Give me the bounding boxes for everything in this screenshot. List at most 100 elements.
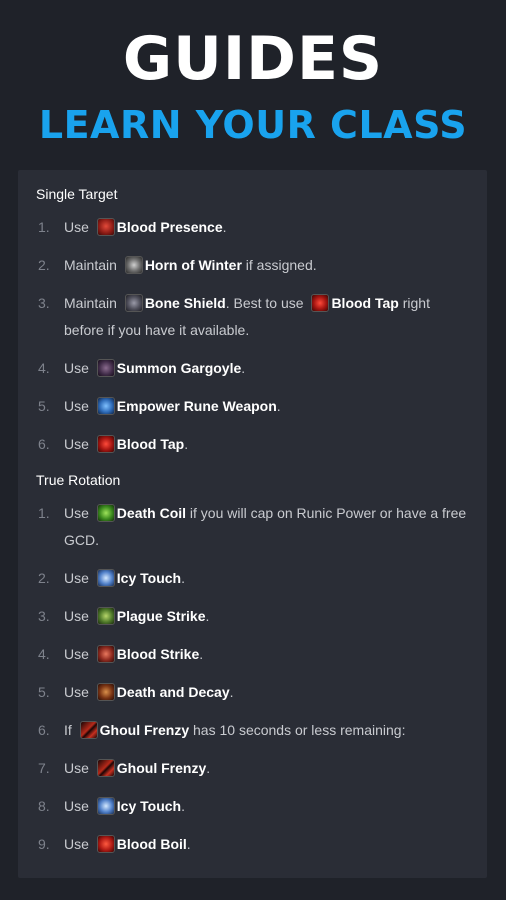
hero-subtitle: LEARN YOUR CLASS bbox=[38, 103, 468, 147]
step-number: 3. bbox=[38, 608, 50, 624]
step-prefix: Use bbox=[64, 436, 89, 452]
spell-link[interactable]: Icy Touch bbox=[93, 793, 181, 820]
section-title-single-target: Single Target bbox=[36, 186, 118, 202]
step-suffix: . bbox=[181, 570, 185, 586]
step-number: 6. bbox=[38, 436, 50, 452]
step-suffix: has 10 seconds or less remaining: bbox=[189, 722, 406, 738]
step-number: 4. bbox=[38, 360, 50, 376]
blood-presence-icon bbox=[96, 218, 115, 236]
list-item: 2. Maintain Horn of Winter if assigned. bbox=[36, 252, 469, 279]
death-coil-icon bbox=[96, 504, 115, 522]
spell-link[interactable]: Death and Decay bbox=[93, 679, 230, 706]
blood-tap-icon bbox=[311, 294, 330, 312]
step-number: 6. bbox=[38, 722, 50, 738]
section-title-true-rotation: True Rotation bbox=[36, 472, 121, 488]
step-suffix: right before if you have it available. bbox=[64, 295, 430, 338]
blood-tap-icon bbox=[96, 435, 115, 453]
step-number: 5. bbox=[38, 398, 50, 414]
spell-name: Blood Tap bbox=[331, 295, 399, 311]
step-prefix: Use bbox=[64, 505, 89, 521]
spell-link[interactable]: Ghoul Frenzy bbox=[93, 755, 206, 782]
step-prefix: Use bbox=[64, 684, 89, 700]
spell-link[interactable]: Blood Tap bbox=[93, 431, 184, 458]
list-item: 9. Use Blood Boil. bbox=[36, 831, 469, 858]
step-suffix: . bbox=[206, 760, 211, 776]
spell-link[interactable]: Summon Gargoyle bbox=[93, 355, 241, 382]
list-item: 5. Use Death and Decay. bbox=[36, 679, 469, 706]
spell-link[interactable]: Blood Presence bbox=[93, 214, 223, 241]
list-item: 3. Use Plague Strike. bbox=[36, 603, 469, 630]
spell-link[interactable]: Death Coil bbox=[93, 500, 186, 527]
spell-link[interactable]: Blood Tap bbox=[307, 290, 399, 317]
list-item: 3. Maintain Bone Shield. Best to use Blo… bbox=[36, 290, 469, 344]
step-prefix: Use bbox=[64, 360, 89, 376]
step-suffix: . bbox=[205, 608, 210, 624]
spell-name: Death and Decay bbox=[116, 684, 230, 700]
step-suffix: if assigned. bbox=[241, 257, 317, 273]
step-number: 1. bbox=[38, 505, 50, 521]
bone-shield-icon bbox=[124, 294, 143, 312]
hero-banner: GUIDES LEARN YOUR CLASS bbox=[0, 0, 506, 170]
step-suffix: . bbox=[222, 219, 227, 235]
horn-of-winter-icon bbox=[124, 256, 143, 274]
step-suffix: if you will cap on Runic Power or have a… bbox=[64, 505, 467, 548]
summon-gargoyle-icon bbox=[96, 359, 115, 377]
step-suffix: . bbox=[229, 684, 234, 700]
spell-link[interactable]: Ghoul Frenzy bbox=[76, 717, 189, 744]
step-number: 1. bbox=[38, 219, 50, 235]
step-prefix: Use bbox=[64, 570, 89, 586]
ghoul-frenzy-icon bbox=[96, 759, 115, 777]
step-suffix: . bbox=[199, 646, 204, 662]
spell-link[interactable]: Horn of Winter bbox=[121, 252, 242, 279]
spell-name: Summon Gargoyle bbox=[116, 360, 242, 376]
spell-name: Blood Strike bbox=[116, 646, 200, 662]
step-prefix: Use bbox=[64, 836, 89, 852]
spell-link[interactable]: Icy Touch bbox=[93, 565, 181, 592]
step-number: 7. bbox=[38, 760, 50, 776]
step-suffix: . bbox=[186, 836, 191, 852]
icy-touch-icon bbox=[96, 797, 115, 815]
spell-name: Bone Shield bbox=[144, 295, 226, 311]
true-rotation-steps: 1. Use Death Coil if you will cap on Run… bbox=[36, 500, 469, 858]
list-item: 1. Use Blood Presence. bbox=[36, 214, 469, 241]
spell-link[interactable]: Plague Strike bbox=[93, 603, 206, 630]
blood-strike-icon bbox=[96, 645, 115, 663]
step-number: 2. bbox=[38, 257, 50, 273]
plague-strike-icon bbox=[96, 607, 115, 625]
list-item: 1. Use Death Coil if you will cap on Run… bbox=[36, 500, 469, 554]
death-and-decay-icon bbox=[96, 683, 115, 701]
list-item: 7. Use Ghoul Frenzy. bbox=[36, 755, 469, 782]
step-middle: . Best to use bbox=[225, 295, 304, 311]
spell-name: Death Coil bbox=[116, 505, 187, 521]
step-prefix: Use bbox=[64, 760, 89, 776]
step-prefix: Use bbox=[64, 219, 89, 235]
spell-name: Icy Touch bbox=[116, 798, 182, 814]
spell-name: Blood Presence bbox=[116, 219, 223, 235]
spell-link[interactable]: Blood Boil bbox=[93, 831, 187, 858]
step-suffix: . bbox=[181, 798, 185, 814]
step-prefix: If bbox=[64, 722, 72, 738]
step-number: 8. bbox=[38, 798, 50, 814]
step-number: 2. bbox=[38, 570, 50, 586]
single-target-steps: 1. Use Blood Presence. 2. Maintain Horn … bbox=[36, 214, 469, 458]
list-item: 4. Use Summon Gargoyle. bbox=[36, 355, 469, 382]
step-suffix: . bbox=[276, 398, 281, 414]
spell-name: Empower Rune Weapon bbox=[116, 398, 277, 414]
step-prefix: Maintain bbox=[64, 257, 117, 273]
spell-name: Blood Tap bbox=[116, 436, 185, 452]
step-prefix: Use bbox=[64, 608, 89, 624]
list-item: 6. Use Blood Tap. bbox=[36, 431, 469, 458]
step-number: 3. bbox=[38, 295, 50, 311]
list-item: 2. Use Icy Touch. bbox=[36, 565, 469, 592]
spell-link[interactable]: Bone Shield bbox=[121, 290, 226, 317]
step-number: 9. bbox=[38, 836, 50, 852]
step-prefix: Use bbox=[64, 398, 89, 414]
spell-name: Ghoul Frenzy bbox=[99, 722, 190, 738]
spell-link[interactable]: Blood Strike bbox=[93, 641, 199, 668]
spell-link[interactable]: Empower Rune Weapon bbox=[93, 393, 277, 420]
step-number: 4. bbox=[38, 646, 50, 662]
empower-rune-weapon-icon bbox=[96, 397, 115, 415]
step-prefix: Use bbox=[64, 798, 89, 814]
step-prefix: Use bbox=[64, 646, 89, 662]
spell-name: Horn of Winter bbox=[144, 257, 242, 273]
